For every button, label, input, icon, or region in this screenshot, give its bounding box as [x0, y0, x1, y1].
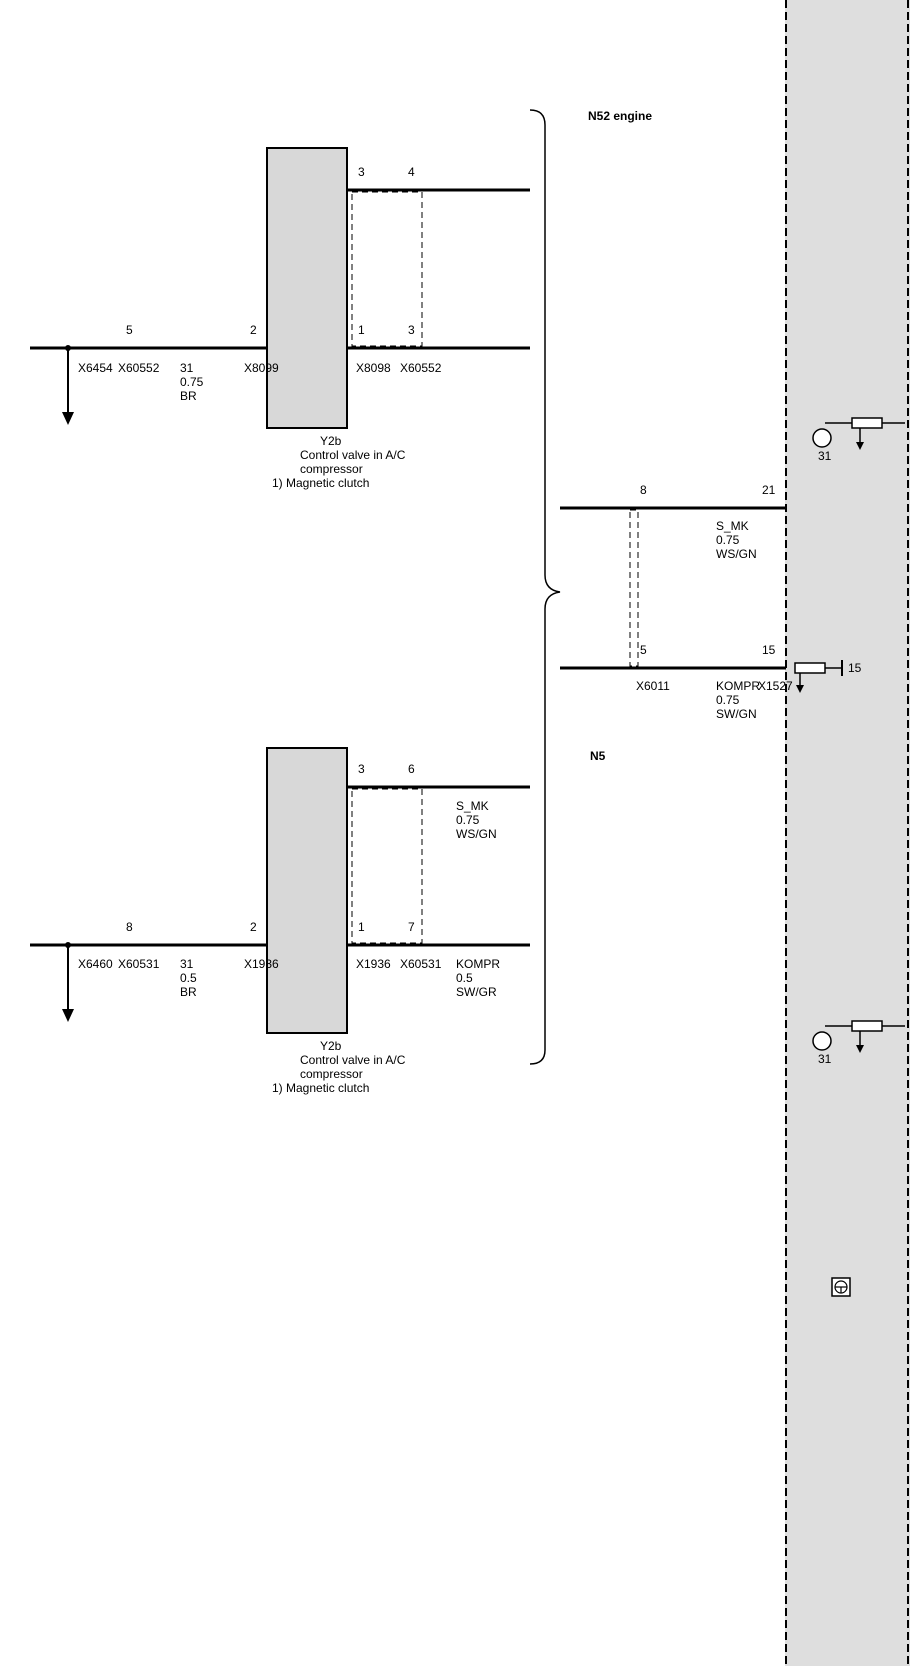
module-connector-x1527: X1527	[758, 679, 793, 693]
top-pin-5: 5	[126, 323, 133, 337]
top-pin-1: 1	[358, 323, 365, 337]
inline-pin-8: 8	[640, 483, 647, 497]
module-arrow-supply	[796, 685, 804, 693]
module-smk-color: WS/GN	[716, 547, 757, 561]
module-resistor-a	[851, 417, 883, 429]
bottom-kompr-signal: KOMPR	[456, 957, 500, 971]
bottom-component-box	[266, 747, 348, 1034]
top-connector-x8098: X8098	[356, 361, 391, 375]
module-kompr-signal: KOMPR	[716, 679, 760, 693]
top-connector-x60552a: X60552	[400, 361, 442, 375]
top-connector-x60552b: X60552	[118, 361, 160, 375]
bottom-connector-x1936b: X1936	[244, 957, 279, 971]
module-arrow-a	[856, 442, 864, 450]
bottom-ground-signal: 31	[180, 957, 194, 971]
top-connector-x8099: X8099	[244, 361, 279, 375]
bottom-ground-color: BR	[180, 985, 197, 999]
top-component-note: 1) Magnetic clutch	[272, 476, 369, 490]
top-ground-arrow	[62, 412, 74, 425]
module-kompr-color: SW/GN	[716, 707, 757, 721]
bottom-smk-signal: S_MK	[456, 799, 489, 813]
module-transistor-a	[812, 428, 832, 448]
top-pin-3b: 3	[408, 323, 415, 337]
module-smk-signal: S_MK	[716, 519, 749, 533]
top-pin-4: 4	[408, 165, 415, 179]
module-smk-size: 0.75	[716, 533, 740, 547]
bottom-kompr-size: 0.5	[456, 971, 473, 985]
bottom-component-name2: compressor	[300, 1067, 363, 1081]
top-ground-node	[65, 345, 71, 351]
module-kompr-size: 0.75	[716, 693, 740, 707]
group-brace	[529, 109, 561, 1065]
bottom-smk-size: 0.75	[456, 813, 480, 827]
bottom-pin-2: 2	[250, 920, 257, 934]
inline-connector-housing	[629, 509, 639, 667]
bottom-connector-x60531a: X60531	[400, 957, 442, 971]
group-label-n52: N52 engine	[588, 109, 652, 123]
bottom-ground-node	[65, 942, 71, 948]
bottom-kompr-color: SW/GR	[456, 985, 497, 999]
bottom-pin-6: 6	[408, 762, 415, 776]
top-ground-size: 0.75	[180, 375, 204, 389]
module-ground-label-b: 31	[818, 1052, 832, 1066]
top-pin-3: 3	[358, 165, 365, 179]
bottom-connector-x6460: X6460	[78, 957, 113, 971]
bottom-smk-color: WS/GN	[456, 827, 497, 841]
module-ground-label-a: 31	[818, 449, 832, 463]
bottom-ground-arrow	[62, 1009, 74, 1022]
top-pin-2: 2	[250, 323, 257, 337]
bottom-pin-7: 7	[408, 920, 415, 934]
top-component-box	[266, 147, 348, 429]
top-ground-color: BR	[180, 389, 197, 403]
module-supply-label: 15	[848, 661, 862, 675]
bottom-pin-8: 8	[126, 920, 133, 934]
top-ground-signal: 31	[180, 361, 194, 375]
bottom-ground-size: 0.5	[180, 971, 197, 985]
module-resistor-b	[851, 1020, 883, 1032]
top-connector-x6454: X6454	[78, 361, 113, 375]
top-component-name: Control valve in A/C	[300, 448, 406, 462]
bottom-connector-housing	[351, 788, 423, 944]
module-pin-21: 21	[762, 483, 776, 497]
bottom-connector-x1936a: X1936	[356, 957, 391, 971]
control-module-block	[785, 0, 910, 1666]
top-component-name2: compressor	[300, 462, 363, 476]
inline-connector-x6011: X6011	[636, 679, 670, 693]
top-component-id: Y2b	[320, 434, 342, 448]
bottom-component-name: Control valve in A/C	[300, 1053, 406, 1067]
module-transistor-b	[812, 1031, 832, 1051]
module-resistor-supply	[794, 662, 826, 674]
bottom-connector-x60531b: X60531	[118, 957, 160, 971]
module-arrow-b	[856, 1045, 864, 1053]
bottom-pin-1: 1	[358, 920, 365, 934]
bottom-component-id: Y2b	[320, 1039, 342, 1053]
inline-pin-5: 5	[640, 643, 647, 657]
top-connector-housing	[351, 191, 423, 347]
bottom-component-note: 1) Magnetic clutch	[272, 1081, 369, 1095]
module-pin-15: 15	[762, 643, 776, 657]
group-label-n5: N5	[590, 749, 606, 763]
steering-wheel-icon	[831, 1277, 851, 1297]
bottom-pin-3: 3	[358, 762, 365, 776]
